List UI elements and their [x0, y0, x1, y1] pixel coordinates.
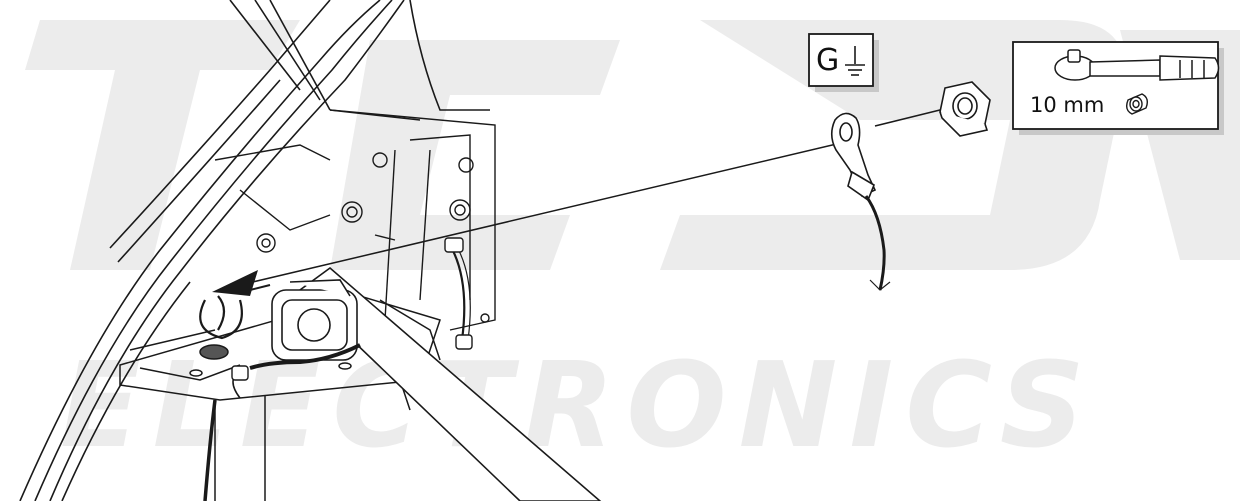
hex-nut-icon — [939, 81, 991, 137]
body-hole — [341, 201, 363, 223]
ground-symbol-box: G — [808, 33, 879, 92]
body-panel — [214, 109, 496, 331]
tube — [298, 266, 602, 501]
arrow-head — [212, 270, 258, 296]
plate-hole — [189, 369, 203, 377]
ring-terminal-icon — [830, 112, 891, 291]
watermark-shape-mid — [330, 40, 620, 270]
ratchet-wrench-icon — [1054, 49, 1220, 81]
ground-icon — [845, 46, 865, 76]
body-hole — [256, 233, 276, 253]
body-hole — [372, 152, 388, 168]
wiring-harness — [199, 237, 473, 501]
watermark-shape-left — [25, 20, 300, 270]
socket-icon — [1125, 93, 1149, 115]
plate-hole — [338, 362, 352, 370]
grommet — [199, 344, 229, 360]
body-hole — [346, 206, 358, 218]
tool-box: 10 mm — [1012, 41, 1224, 135]
body-hole — [480, 313, 490, 323]
body-hole — [261, 238, 271, 248]
trailer-socket — [271, 279, 358, 361]
ground-leader-line — [212, 107, 949, 296]
watermark-text: ELECTRONICS — [60, 336, 1097, 474]
body-hole — [458, 157, 474, 173]
ground-letter: G — [816, 43, 839, 78]
body-hole — [449, 199, 471, 221]
tool-size-label: 10 mm — [1030, 93, 1104, 117]
car-pillar — [19, 0, 490, 501]
watermark-shape-right — [660, 20, 1126, 270]
body-hole — [454, 204, 466, 216]
